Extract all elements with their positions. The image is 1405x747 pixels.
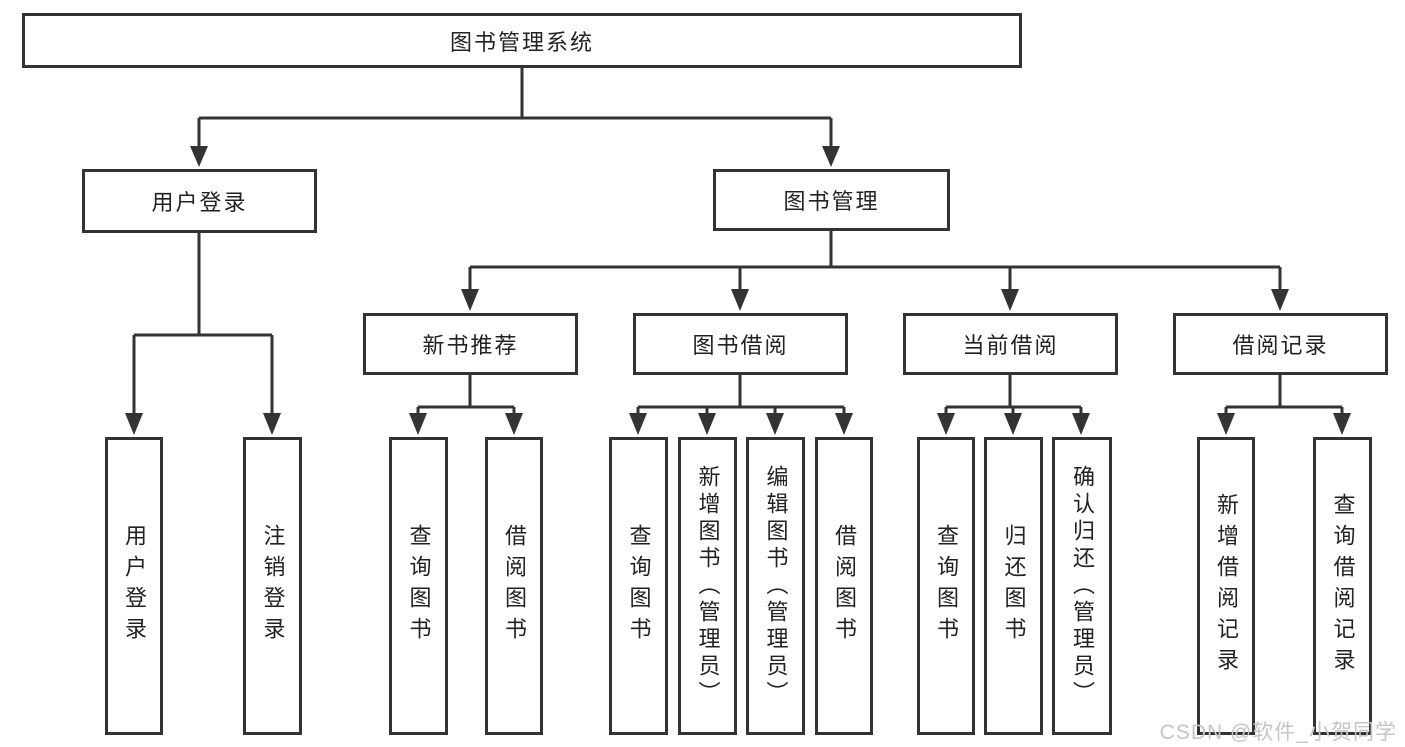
leaf-user-login: 用户登录 (105, 437, 163, 735)
leaf-current-confirm-return-admin: 确认归还（管理员） (1052, 437, 1112, 735)
leaf-new-rec-borrow-book: 借阅图书 (485, 437, 543, 735)
node-borrow-records: 借阅记录 (1173, 313, 1388, 375)
connector-book-borrow-children (629, 375, 853, 435)
leaf-current-return-book: 归还图书 (984, 437, 1043, 735)
leaf-borrow-borrow-book: 借阅图书 (815, 437, 873, 735)
node-current-borrow: 当前借阅 (903, 313, 1118, 375)
connector-borrow-records-children (1217, 375, 1351, 435)
csdn-watermark: CSDN @软件_小贺同学 (1159, 721, 1397, 744)
node-user-login: 用户登录 (82, 169, 317, 233)
leaf-logout: 注销登录 (243, 437, 302, 735)
connector-book-management-children (461, 231, 1289, 311)
leaf-new-rec-query-book: 查询图书 (389, 437, 448, 735)
node-library-system: 图书管理系统 (22, 13, 1022, 68)
connector-root-to-level1 (190, 68, 840, 167)
node-book-borrow: 图书借阅 (633, 313, 848, 375)
leaf-borrow-query-book: 查询图书 (609, 437, 668, 735)
connector-user-login-children (125, 233, 281, 435)
leaf-current-query-book: 查询图书 (917, 437, 975, 735)
leaf-records-query-record: 查询借阅记录 (1313, 437, 1372, 735)
node-book-management: 图书管理 (713, 169, 950, 231)
leaf-borrow-edit-book-admin: 编辑图书（管理员） (746, 437, 805, 735)
node-new-book-recommend: 新书推荐 (363, 313, 578, 375)
connector-current-borrow-children (937, 375, 1090, 435)
leaf-records-add-record: 新增借阅记录 (1197, 437, 1255, 735)
leaf-borrow-add-book-admin: 新增图书（管理员） (678, 437, 737, 735)
connector-new-book-recommend-children (409, 375, 523, 435)
